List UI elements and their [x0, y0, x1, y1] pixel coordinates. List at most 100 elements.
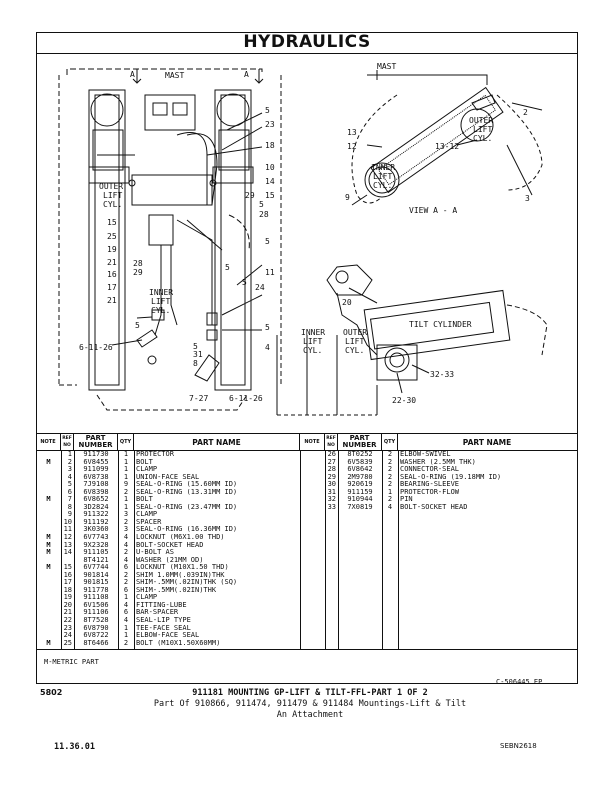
- ref-label: 12: [347, 142, 357, 151]
- header-part-name: PART NAME: [134, 434, 300, 450]
- table-cell: 2: [123, 517, 129, 526]
- table-cell: 1: [123, 623, 129, 632]
- metric-legend: M-METRIC PART: [44, 658, 99, 666]
- table-cell: 14: [63, 548, 72, 557]
- table-cell: [300, 481, 325, 489]
- table-cell: 2: [387, 495, 393, 504]
- table-cell: 911108: [83, 593, 109, 602]
- table-cell: 6V1506: [83, 600, 109, 609]
- table-cell: SEAL-LIP TYPE: [136, 617, 191, 625]
- header-part-line1: PART: [349, 434, 370, 442]
- ref-label: 25: [107, 232, 117, 241]
- header-note: NOTE: [36, 434, 61, 450]
- section-a-left-label: A: [130, 70, 135, 79]
- table-cell: 6V8738: [83, 472, 109, 481]
- table-cell: 6V8455: [83, 457, 109, 466]
- table-cell: BOLT (M10X1.50X60MM): [136, 639, 221, 647]
- table-cell: LOCKNUT (M10X1.50 THD): [136, 564, 229, 572]
- table-cell: 2: [67, 457, 72, 466]
- header-part-line2: NUMBER: [342, 441, 377, 449]
- table-cell: 1: [123, 631, 129, 640]
- table-cell: 7X0819: [347, 502, 373, 511]
- table-cell: M: [46, 457, 51, 466]
- header-qty-right: QTY: [382, 434, 398, 450]
- table-cell: 9: [123, 480, 129, 489]
- page-frame: [36, 32, 578, 684]
- header-part-line2: NUMBER: [78, 441, 113, 449]
- header-ref-line1: REF: [62, 436, 72, 441]
- table-cell: [36, 481, 61, 489]
- caption-subtitle: Part Of 910866, 911474, 911479 & 911484 …: [153, 699, 467, 709]
- table-cell: 911159: [347, 487, 373, 496]
- table-cell: SEAL-O-RING (16.36MM ID): [136, 526, 238, 534]
- ref-label: 20: [342, 298, 352, 307]
- table-cell: 7J9108: [83, 480, 109, 489]
- callout-6-11-26-bottom: 6-11-26: [229, 394, 263, 403]
- table-cell: SEAL-O-RING (19.18MM ID): [400, 473, 502, 481]
- table-cell: 911105: [83, 548, 109, 557]
- table-cell: BAR-SPACER: [136, 609, 179, 617]
- tilt-outer-line1: OUTER: [343, 328, 367, 337]
- ref-label: 16: [107, 270, 117, 279]
- table-cell: PROTECTOR: [136, 451, 174, 458]
- table-cell: 1: [67, 450, 72, 458]
- table-cell: 911778: [83, 585, 109, 594]
- table-cell: BOLT-SOCKET HEAD: [400, 503, 468, 511]
- table-cell: 22: [63, 616, 72, 625]
- table-cell: 10: [63, 517, 72, 526]
- table-cell: 2: [387, 457, 393, 466]
- table-cell: 6V8722: [83, 631, 109, 640]
- table-cell: 910944: [347, 495, 373, 504]
- table-cell: 911730: [83, 450, 109, 458]
- caption-attachment: An Attachment: [276, 710, 344, 720]
- table-cell: SHIM-.5MM(.02IN)THK (SQ): [136, 579, 238, 587]
- table-cell: 911099: [83, 465, 109, 474]
- table-cell: [36, 511, 61, 519]
- table-cell: [36, 587, 61, 595]
- ref-label: 5: [193, 342, 198, 351]
- header-qty: QTY: [118, 434, 134, 450]
- table-cell: CLAMP: [136, 466, 158, 474]
- table-cell: ELBOW-SWIVEL: [400, 451, 451, 458]
- ref-label: 9: [345, 193, 350, 202]
- ref-label: 32-33: [430, 370, 454, 379]
- table-cell: 9X2328: [83, 540, 109, 549]
- ref-label: 19: [107, 245, 117, 254]
- ref-label: 5: [225, 263, 230, 272]
- tilt-outer-line3: CYL.: [345, 346, 364, 355]
- table-cell: 8T7528: [83, 616, 109, 625]
- page-number: 5802: [40, 688, 63, 697]
- table-cell: 13: [63, 540, 72, 549]
- table-cell: 27: [327, 457, 336, 466]
- table-cell: 17: [63, 578, 72, 587]
- table-cell: 2: [387, 450, 393, 458]
- table-cell: [36, 466, 61, 474]
- table-cell: [36, 519, 61, 527]
- header-part-number-right: PART NUMBER: [338, 434, 382, 450]
- table-cell: UNION-FACE SEAL: [136, 473, 200, 481]
- table-cell: 920619: [347, 480, 373, 489]
- table-cell: 12: [63, 533, 72, 542]
- table-cell: 11: [63, 525, 72, 534]
- view-a-inner-line2: LIFT: [373, 172, 392, 181]
- table-cell: SEAL-O-RING (23.47MM ID): [136, 503, 238, 511]
- table-cell: 18: [63, 585, 72, 594]
- table-cell: 901815: [83, 578, 109, 587]
- header-ref-no-right: REF NO: [325, 434, 338, 450]
- table-cell: 901814: [83, 570, 109, 579]
- table-cell: CLAMP: [136, 511, 158, 519]
- table-cell: WASHER (2.5MM THK): [400, 458, 476, 466]
